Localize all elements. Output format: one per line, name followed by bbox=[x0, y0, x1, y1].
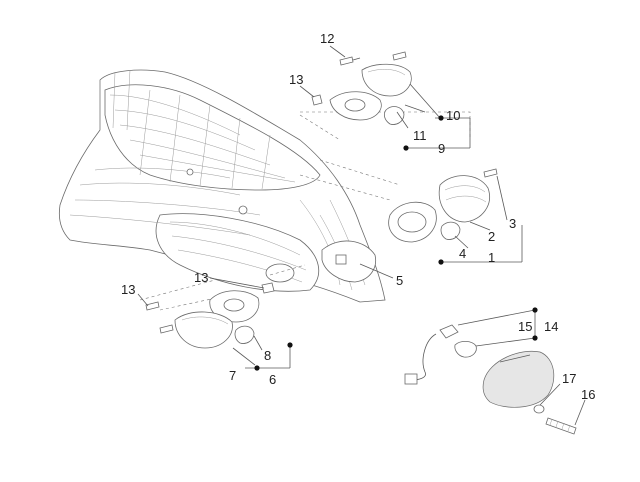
callout-12-upper: 12 bbox=[320, 31, 334, 46]
callout-4: 4 bbox=[459, 246, 466, 261]
callout-12-lower: 13 bbox=[121, 282, 135, 297]
assembly-markers bbox=[254, 115, 538, 371]
callout-13-lower: 13 bbox=[194, 270, 208, 285]
leader-lines bbox=[137, 45, 586, 426]
callout-3: 3 bbox=[509, 216, 516, 231]
callout-11: 11 bbox=[413, 128, 427, 143]
right-indicator-assembly bbox=[388, 168, 498, 243]
callout-5: 5 bbox=[396, 273, 403, 288]
callout-10: 10 bbox=[446, 108, 460, 123]
callout-16: 16 bbox=[581, 387, 595, 402]
front-shield-body bbox=[58, 69, 386, 303]
callout-8: 8 bbox=[264, 348, 271, 363]
callout-17: 17 bbox=[562, 371, 576, 386]
upper-indicator-assembly bbox=[311, 51, 412, 125]
callout-13-upper: 13 bbox=[289, 72, 303, 87]
callout-6: 6 bbox=[269, 372, 276, 387]
callout-15: 15 bbox=[518, 319, 532, 334]
callout-7: 7 bbox=[229, 368, 236, 383]
callout-14: 14 bbox=[544, 319, 558, 334]
callout-9: 9 bbox=[438, 141, 445, 156]
rear-light-assembly bbox=[404, 324, 577, 435]
left-indicator-assembly bbox=[145, 282, 275, 349]
callout-1: 1 bbox=[488, 250, 495, 265]
callout-2: 2 bbox=[488, 229, 495, 244]
callout-labels: 12 13 10 11 9 3 2 4 1 5 13 13 8 7 6 15 1… bbox=[121, 31, 595, 402]
